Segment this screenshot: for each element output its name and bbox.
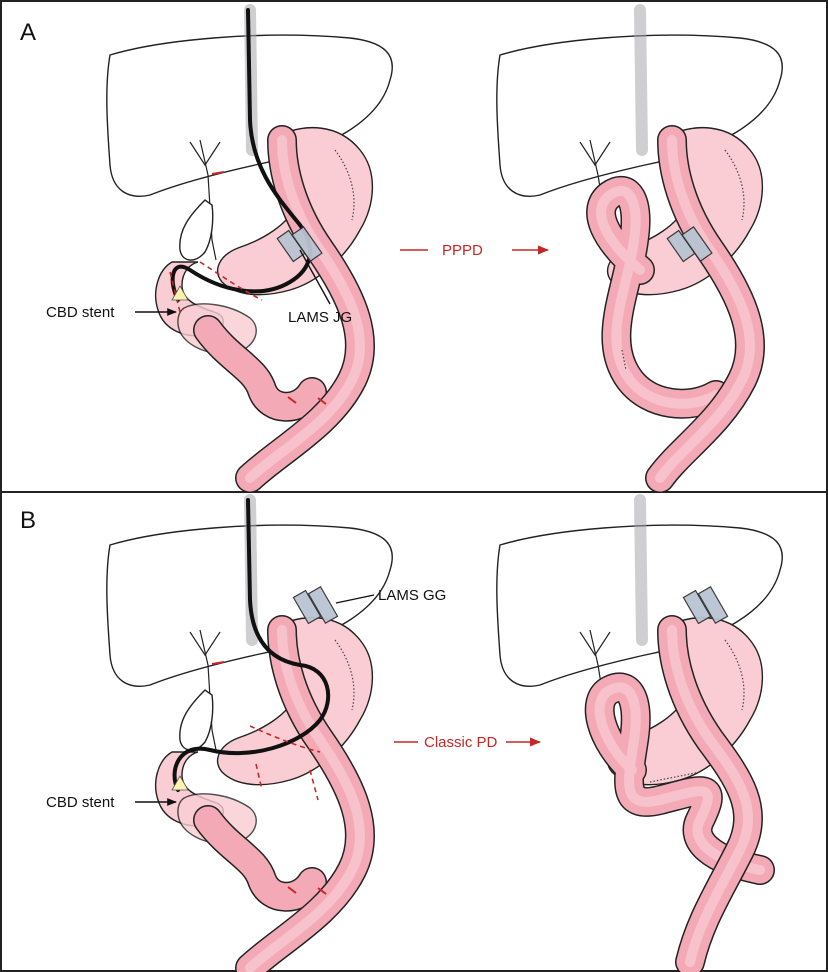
resection-line-b3 <box>310 770 318 800</box>
esophagus-b-post-op <box>640 500 642 640</box>
cbd-stent-label-a: CBD stent <box>46 304 115 321</box>
procedure-label-pppd: PPPD <box>442 242 483 259</box>
panel-a-post-op-anatomy <box>497 10 782 478</box>
panel-letter-a: A <box>20 19 36 46</box>
cbd-stent-label-b: CBD stent <box>46 794 115 811</box>
panel-letter-b: B <box>20 507 36 534</box>
esophagus-post-op <box>640 10 642 150</box>
panel-b-pre-op-anatomy <box>107 500 392 968</box>
panel-a-pre-op-anatomy <box>107 10 392 478</box>
lams-jg-label: LAMS JG <box>288 309 352 326</box>
procedure-label-classic-pd: Classic PD <box>424 734 498 751</box>
panel-a: A <box>20 10 782 478</box>
gallbladder <box>180 200 213 260</box>
gallbladder-b <box>180 690 213 750</box>
panel-b: B <box>20 500 782 968</box>
procedure-arrow-a: PPPD <box>400 242 548 259</box>
panel-b-post-op-anatomy <box>497 500 782 962</box>
procedure-arrow-b: Classic PD <box>394 734 540 751</box>
lams-gg-label: LAMS GG <box>378 587 446 604</box>
